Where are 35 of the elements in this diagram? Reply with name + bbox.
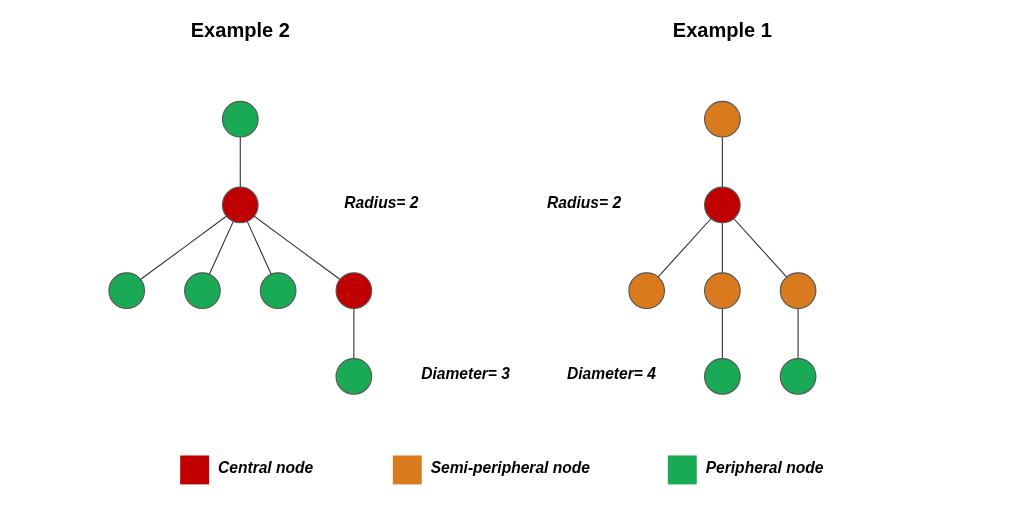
connector bbox=[733, 217, 788, 277]
label: Diameter= 4 bbox=[567, 364, 656, 382]
node-circle bbox=[704, 271, 741, 309]
node-circle bbox=[704, 186, 741, 223]
label: Radius= 2 bbox=[547, 193, 622, 211]
label: Example 2 bbox=[190, 18, 290, 41]
node-circle bbox=[221, 186, 259, 223]
node-circle bbox=[335, 357, 373, 395]
node-circle bbox=[335, 271, 373, 309]
connector bbox=[253, 215, 341, 280]
label: Diameter= 3 bbox=[421, 364, 510, 382]
node-circle bbox=[628, 271, 666, 309]
connector bbox=[721, 307, 723, 359]
connector bbox=[239, 136, 241, 188]
node-circle bbox=[779, 271, 817, 309]
node-circle bbox=[704, 100, 741, 138]
connector bbox=[797, 307, 799, 359]
node-circle bbox=[779, 357, 817, 395]
connector bbox=[657, 217, 712, 277]
connector bbox=[208, 220, 234, 275]
legend-label: Peripheral node bbox=[705, 458, 824, 476]
connector bbox=[246, 220, 272, 275]
node-circle bbox=[184, 271, 221, 309]
node-circle bbox=[259, 271, 297, 309]
legend-label: Semi-peripheral node bbox=[430, 458, 590, 476]
label: Radius= 2 bbox=[344, 193, 419, 211]
label: Example 1 bbox=[672, 18, 772, 41]
node-circle bbox=[221, 100, 259, 138]
legend-label: Central node bbox=[218, 458, 314, 476]
connector bbox=[140, 215, 227, 280]
connector bbox=[353, 307, 355, 359]
connector bbox=[721, 136, 723, 188]
connector bbox=[721, 221, 723, 273]
node-circle bbox=[108, 271, 146, 309]
node-circle bbox=[704, 357, 741, 395]
